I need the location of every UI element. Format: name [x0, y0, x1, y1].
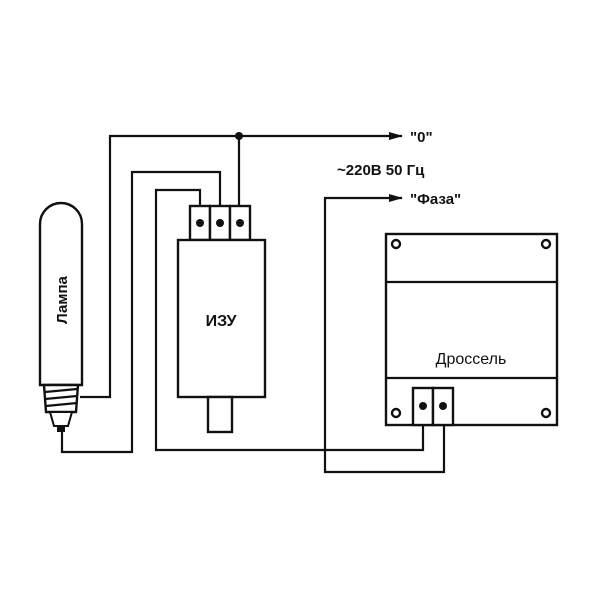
supply-label: ~220В 50 Гц — [337, 162, 425, 179]
lamp: Лампа — [38, 201, 84, 432]
igniter-label: ИЗУ — [206, 313, 238, 330]
choke-unit: Дроссель — [384, 232, 559, 427]
lamp-label: Лампа — [54, 275, 71, 323]
wire-lamp-tip — [60, 170, 222, 454]
wire-neutral — [80, 132, 403, 399]
neutral-label: "0" — [410, 129, 433, 146]
igniter-unit: ИЗУ — [176, 204, 267, 434]
wire-phase — [323, 194, 446, 474]
choke-label: Дроссель — [436, 351, 507, 368]
phase-label: "Фаза" — [410, 191, 461, 208]
wire-igniter-to-choke — [154, 188, 425, 452]
